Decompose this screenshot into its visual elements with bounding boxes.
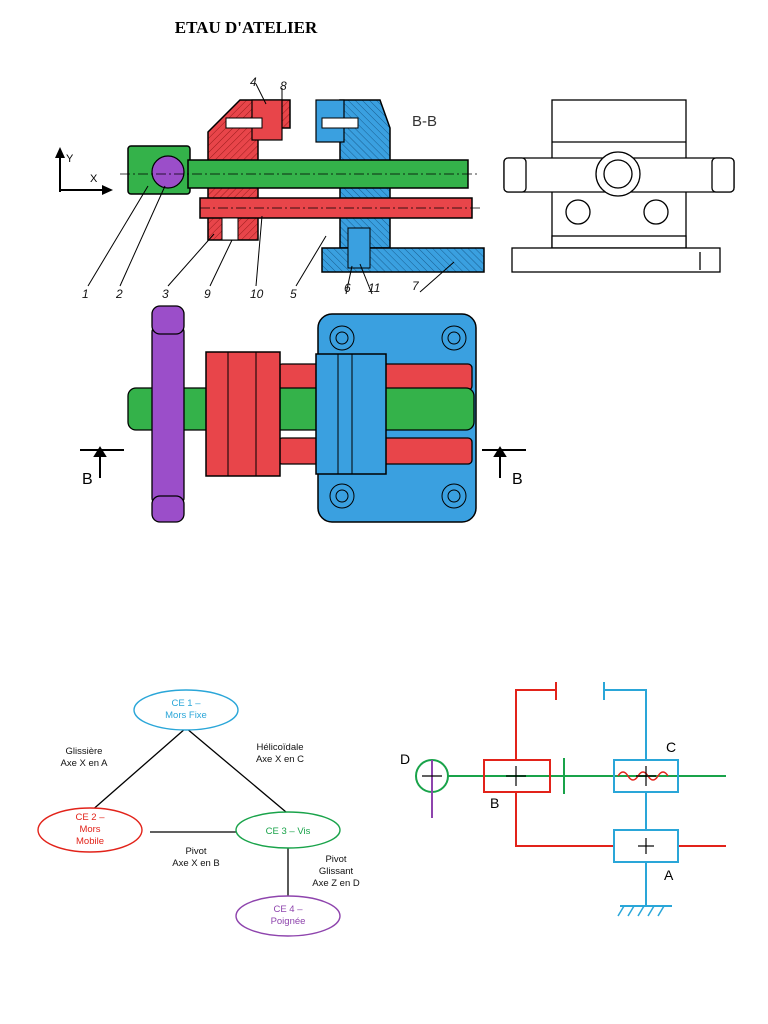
node-ce4-line2: Poignée — [271, 916, 306, 927]
node-ce2-line3: Mobile — [76, 836, 104, 847]
node-ce1-line2: Mors Fixe — [165, 710, 207, 721]
leader-lines — [87, 83, 455, 295]
link-ce1-ce3-line1: Hélicoïdale — [257, 742, 304, 753]
part-number-2: 2 — [115, 287, 123, 301]
kinematic-schema: D B C A — [400, 682, 726, 917]
side-view-drawing — [503, 99, 735, 273]
base-section — [321, 247, 485, 273]
node-ce2-line2: Mors — [79, 824, 100, 835]
part-number-7: 7 — [412, 279, 420, 293]
link-ce1-ce2-line1: Glissière — [66, 746, 103, 757]
label-a: A — [664, 867, 674, 883]
section-marker-left: B — [82, 471, 93, 488]
liaison-graph: CE 1 – Mors Fixe CE 2 – Mors Mobile CE 3… — [37, 689, 360, 937]
link-ce1-ce3-line2: Axe X en C — [256, 754, 304, 765]
handle-bar — [151, 325, 185, 505]
axis-y-label: Y — [66, 153, 74, 165]
node-ce3: CE 3 – Vis — [235, 811, 341, 849]
label-c: C — [666, 739, 676, 755]
label-d: D — [400, 751, 410, 767]
node-ce4-line1: CE 4 – — [273, 904, 303, 915]
top-view-drawing: B B — [80, 305, 526, 523]
node-ce1-line1: CE 1 – — [171, 698, 201, 709]
label-b: B — [490, 795, 499, 811]
document-title: ETAU D'ATELIER — [174, 18, 318, 37]
link-ce3-ce4-line2: Glissant — [319, 866, 354, 877]
part-number-8: 8 — [280, 79, 287, 93]
screw-11 — [347, 227, 371, 269]
part-number-9: 9 — [204, 287, 211, 301]
screw-9 — [221, 217, 239, 241]
link-ce3-ce4-line3: Axe Z en D — [312, 878, 360, 889]
part-number-1: 1 — [82, 287, 89, 301]
part-number-11: 11 — [368, 281, 380, 295]
axis-triad: Y X — [55, 147, 113, 195]
node-ce2-line1: CE 2 – — [75, 812, 105, 823]
node-ce2: CE 2 – Mors Mobile — [37, 807, 143, 853]
node-ce3-line1: CE 3 – Vis — [266, 826, 311, 837]
part-number-6: 6 — [344, 281, 351, 295]
part-number-10: 10 — [250, 287, 264, 301]
link-ce2-ce3-line1: Pivot — [185, 846, 206, 857]
fixed-jaw-top — [315, 353, 387, 475]
section-view-drawing: Y X — [55, 75, 485, 301]
link-ce2-ce3-line2: Axe X en B — [172, 858, 220, 869]
mobile-jaw-top — [205, 351, 281, 477]
section-marker-right: B — [512, 471, 523, 488]
ground-symbol — [617, 905, 665, 917]
link-ce3-ce4-line1: Pivot — [325, 854, 346, 865]
node-ce4: CE 4 – Poignée — [235, 895, 341, 937]
screw-4 — [225, 117, 263, 129]
section-view-label: B-B — [412, 113, 437, 130]
node-ce1: CE 1 – Mors Fixe — [133, 689, 239, 731]
link-ce1-ce2-line2: Axe X en A — [60, 758, 108, 769]
section-markers — [80, 446, 526, 478]
axis-x-label: X — [90, 173, 98, 185]
screw-8 — [321, 117, 359, 129]
part-number-5: 5 — [290, 287, 297, 301]
part-number-4: 4 — [250, 75, 257, 89]
handle-cross-section — [151, 155, 185, 189]
part-number-3: 3 — [162, 287, 169, 301]
